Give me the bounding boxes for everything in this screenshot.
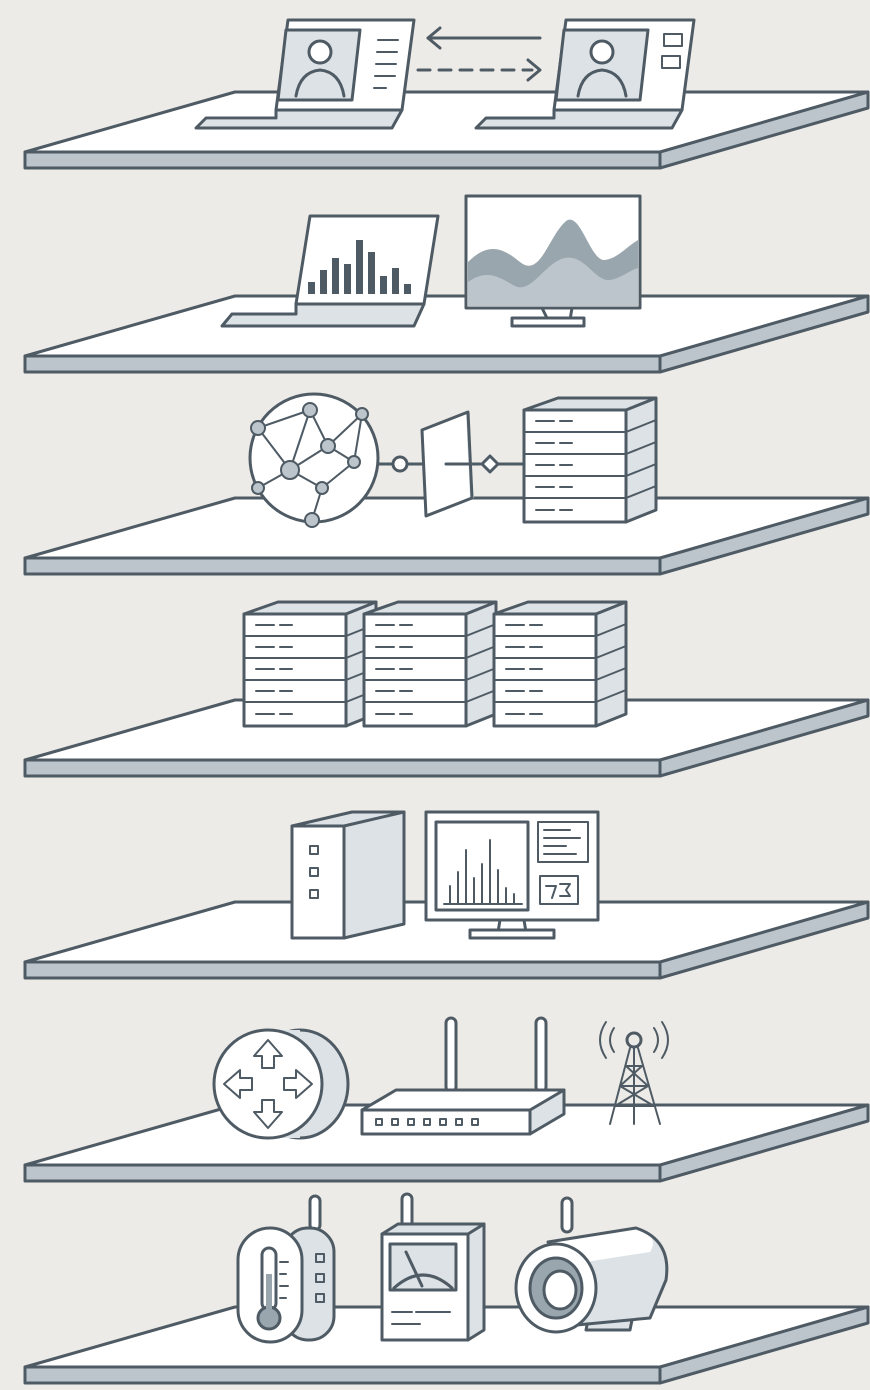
server-rack-icon	[364, 602, 496, 726]
arrow-left-icon	[428, 28, 540, 48]
server-rack-icon	[244, 602, 376, 726]
computer-tower-icon	[292, 812, 404, 938]
server-rack-icon	[524, 398, 656, 522]
layer-2-shelf	[25, 296, 868, 372]
monitor-area-chart-icon	[466, 196, 640, 326]
wifi-router-icon	[362, 1018, 564, 1134]
layer-1	[25, 20, 868, 168]
layer-1-shelf	[25, 92, 868, 168]
dashed-arrow-right-icon	[418, 60, 540, 80]
security-camera-icon	[516, 1198, 667, 1332]
gauge-meter-icon	[382, 1194, 484, 1340]
layer-2	[25, 296, 868, 372]
thermometer-sensor-icon	[238, 1196, 334, 1342]
router-icon	[214, 1030, 348, 1138]
monitor-dashboard-icon	[426, 812, 598, 938]
server-rack-icon	[494, 602, 626, 726]
